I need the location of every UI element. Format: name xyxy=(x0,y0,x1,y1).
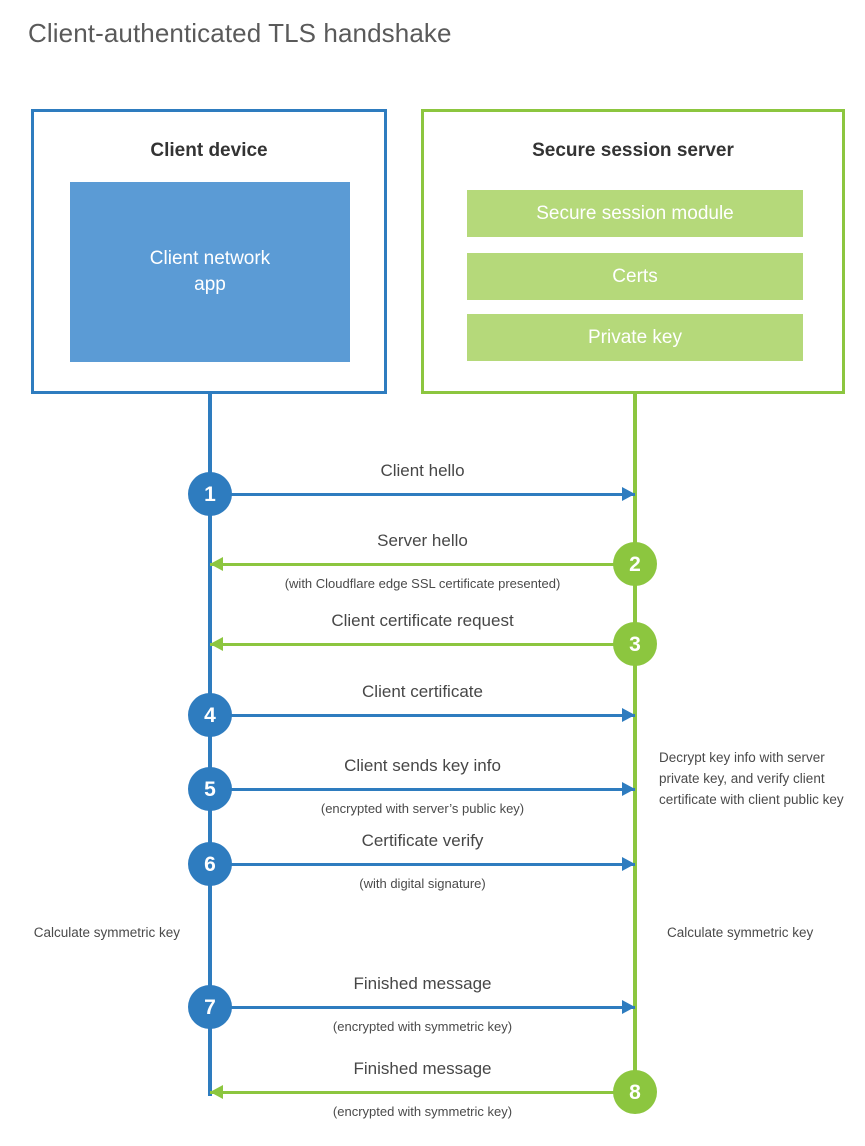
step-4-label: Client certificate xyxy=(362,682,483,701)
step-1-arrow-head xyxy=(622,487,635,501)
step-7-badge: 7 xyxy=(188,985,232,1029)
step-4-arrow-line xyxy=(210,714,635,717)
server-component-private-key: Private key xyxy=(467,314,803,361)
client-lifeline xyxy=(208,392,212,1096)
page-title: Client-authenticated TLS handshake xyxy=(28,18,452,48)
note-decrypt-key-info: Decrypt key info with server private key… xyxy=(659,750,844,807)
step-3-label: Client certificate request xyxy=(331,611,514,630)
step-7-arrow-head xyxy=(622,1000,635,1014)
step-6-sublabel: (with digital signature) xyxy=(359,876,486,891)
step-5-label: Client sends key info xyxy=(344,756,501,775)
secure-session-server-box: Secure session server Secure session mod… xyxy=(421,109,845,394)
step-3-arrow-head xyxy=(210,637,223,651)
step-3-arrow-line xyxy=(210,643,635,646)
step-7-sublabel: (encrypted with symmetric key) xyxy=(332,1019,513,1034)
step-3-badge: 3 xyxy=(613,622,657,666)
step-4-arrow-head xyxy=(622,708,635,722)
step-1-arrow-line xyxy=(210,493,635,496)
step-2-arrow-head xyxy=(210,557,223,571)
step-2-badge: 2 xyxy=(613,542,657,586)
server-component-secure-session-module: Secure session module xyxy=(467,190,803,237)
step-8-arrow-head xyxy=(210,1085,223,1099)
step-8-label: Finished message xyxy=(353,1059,492,1078)
step-7-label: Finished message xyxy=(353,974,492,993)
step-6-badge: 6 xyxy=(188,842,232,886)
step-6-arrow-line xyxy=(210,863,635,866)
step-8-badge: 8 xyxy=(613,1070,657,1114)
step-5-badge: 5 xyxy=(188,767,232,811)
note-calculate-symmetric-key-client: Calculate symmetric key xyxy=(33,925,180,940)
step-1-label: Client hello xyxy=(380,461,465,480)
note-calculate-symmetric-key-server: Calculate symmetric key xyxy=(667,925,814,940)
step-8-arrow-line xyxy=(210,1091,635,1094)
step-5-sublabel: (encrypted with server’s public key) xyxy=(320,801,525,816)
step-5-arrow-head xyxy=(622,782,635,796)
secure-session-server-title: Secure session server xyxy=(532,140,734,161)
client-device-title: Client device xyxy=(150,140,268,161)
step-7-arrow-line xyxy=(210,1006,635,1009)
step-6-arrow-head xyxy=(622,857,635,871)
step-2-arrow-line xyxy=(210,563,635,566)
step-5-arrow-line xyxy=(210,788,635,791)
step-4-badge: 4 xyxy=(188,693,232,737)
server-component-certs: Certs xyxy=(467,253,803,300)
step-2-label: Server hello xyxy=(377,531,468,550)
step-6-label: Certificate verify xyxy=(361,831,484,850)
step-1-badge: 1 xyxy=(188,472,232,516)
step-8-sublabel: (encrypted with symmetric key) xyxy=(332,1104,513,1119)
server-lifeline xyxy=(633,392,637,1094)
step-2-sublabel: (with Cloudflare edge SSL certificate pr… xyxy=(284,576,561,591)
